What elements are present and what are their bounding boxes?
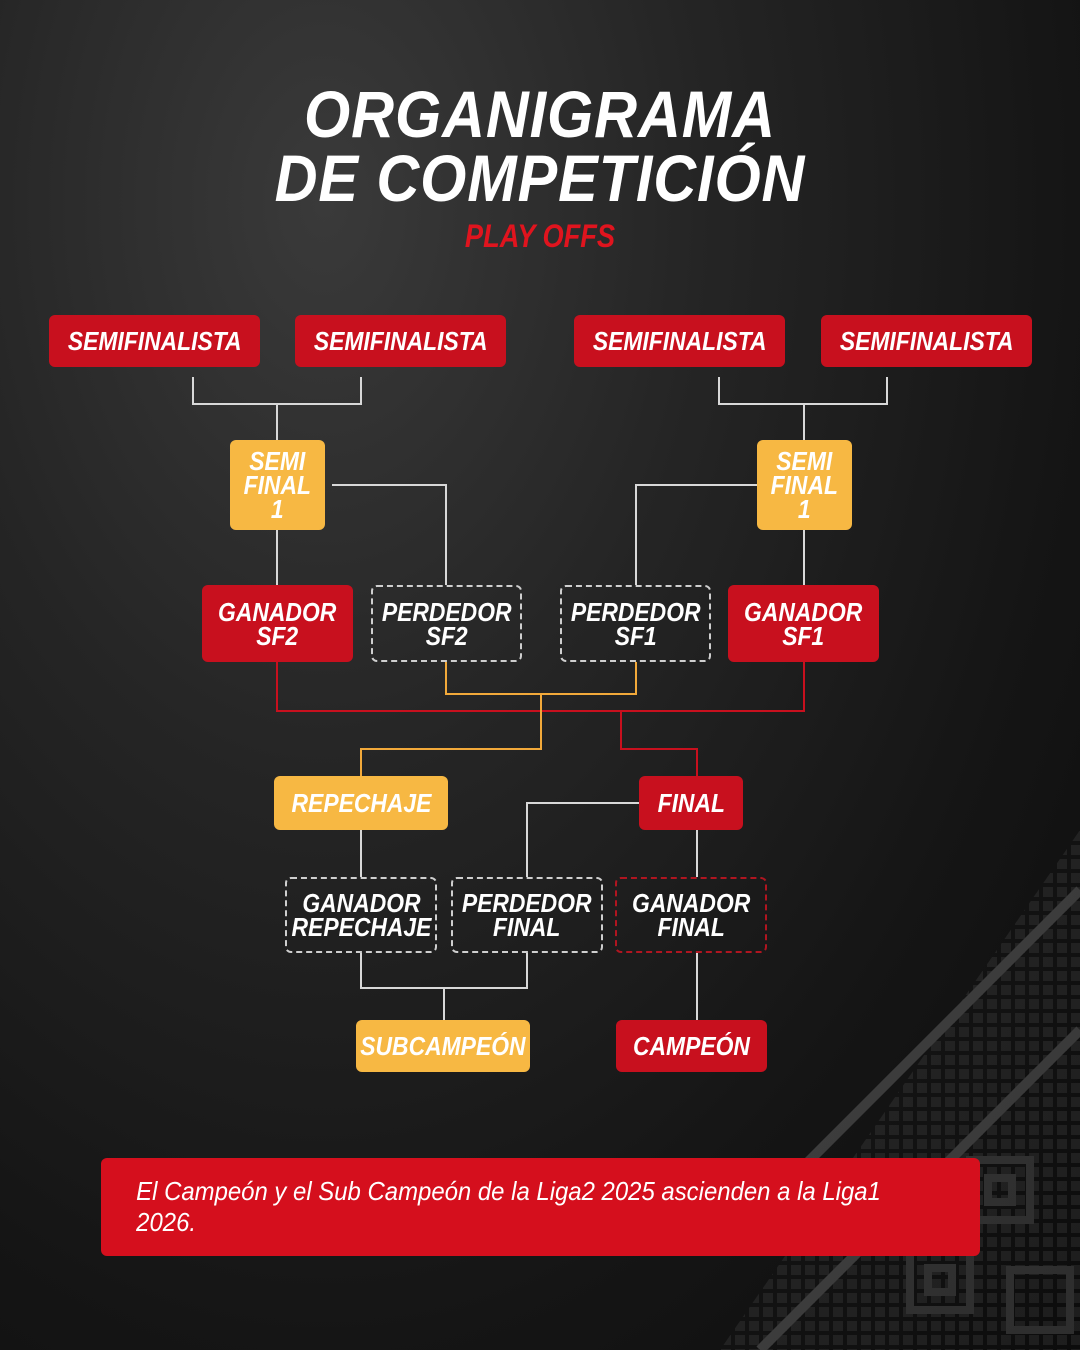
ganador-repechaje-box: GANADOR REPECHAJE [285,877,437,953]
footer-note-text: El Campeón y el Sub Campeón de la Liga2 … [136,1176,881,1237]
semifinalista-box-3: SEMIFINALISTA [574,315,785,367]
semifinalista-box-4: SEMIFINALISTA [821,315,1032,367]
ganador-final-box: GANADOR FINAL [615,877,767,953]
ganador-sf1-box: GANADOR SF1 [728,585,879,662]
subcampeon-box: SUBCAMPEÓN [356,1020,530,1072]
perdedor-sf1-box: PERDEDOR SF1 [560,585,711,662]
perdedor-final-box: PERDEDOR FINAL [451,877,603,953]
semifinal-left-box: SEMI FINAL 1 [230,440,325,530]
ganador-sf2-box: GANADOR SF2 [202,585,353,662]
campeon-box: CAMPEÓN [616,1020,767,1072]
final-box: FINAL [639,776,743,830]
page-subtitle: PLAY OFFS [464,218,616,254]
decorative-pattern [720,830,1080,1350]
semifinalista-box-1: SEMIFINALISTA [49,315,260,367]
perdedor-sf2-box: PERDEDOR SF2 [371,585,522,662]
semifinal-right-box: SEMI FINAL 1 [757,440,852,530]
footer-note-banner: El Campeón y el Sub Campeón de la Liga2 … [101,1158,980,1256]
repechaje-box: REPECHAJE [274,776,448,830]
semifinalista-box-2: SEMIFINALISTA [295,315,506,367]
page-title-line-2: DE COMPETICIÓN [274,141,806,215]
page-title-line-1: ORGANIGRAMA [304,77,776,151]
